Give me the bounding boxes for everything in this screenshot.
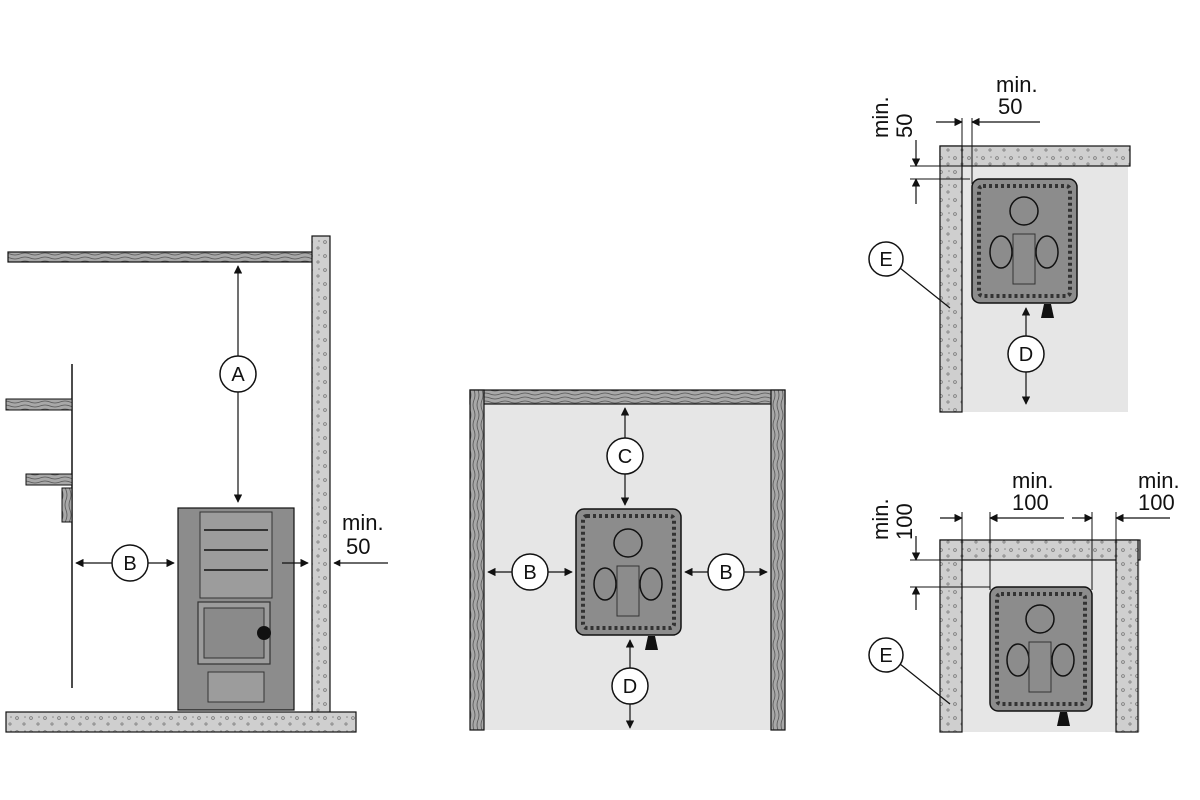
plan-view-corner-50: min. 50 min. 50 E D — [868, 72, 1131, 413]
wall-top-tr — [939, 145, 1131, 167]
ceiling-board — [7, 251, 319, 263]
label-b-left: B — [523, 562, 536, 584]
dim-min-side: min. — [342, 510, 384, 535]
plan-view-center: C B B D — [469, 389, 786, 731]
label-e-tr: E — [879, 249, 892, 271]
side-view: A B min. 50 — [5, 235, 388, 733]
dim-100-br-h2: 100 — [1138, 490, 1175, 515]
label-b-side: B — [123, 553, 136, 575]
dim-min-br-h2: min. — [1138, 468, 1180, 493]
wall-left-tr — [939, 145, 963, 413]
dim-min-tr-v: min. — [868, 96, 893, 138]
wall-left — [469, 389, 485, 731]
plan-view-niche-100: min. 100 min. 100 min. 100 E — [868, 468, 1180, 733]
dim-50-tr-h: 50 — [998, 94, 1022, 119]
bench-board-lower — [25, 473, 73, 486]
side-wall — [311, 235, 331, 717]
heater-side — [177, 507, 295, 711]
label-d-tr: D — [1019, 344, 1033, 366]
heater-top-tr — [971, 178, 1078, 318]
dim-min-tr-h: min. — [996, 72, 1038, 97]
label-d-center: D — [623, 676, 637, 698]
wall-top-br — [939, 539, 1141, 561]
heater-top-center — [575, 508, 682, 650]
wall-right-br — [1115, 539, 1139, 733]
label-c: C — [618, 446, 632, 468]
dim-min-br-h1: min. — [1012, 468, 1054, 493]
label-a: A — [231, 364, 245, 386]
wall-right — [770, 389, 786, 731]
bench-board-upper — [5, 398, 73, 411]
floor — [5, 711, 357, 733]
dim-100-br-v: 100 — [892, 503, 917, 540]
heater-top-br — [989, 586, 1093, 726]
wall-left-br — [939, 539, 963, 733]
dim-100-br-h1: 100 — [1012, 490, 1049, 515]
bench-support — [61, 487, 73, 523]
dim-50-tr-v: 50 — [892, 114, 917, 138]
dim-50-side: 50 — [346, 534, 370, 559]
label-b-right: B — [719, 562, 732, 584]
wall-top — [469, 389, 786, 405]
dim-min-br-v: min. — [868, 498, 893, 540]
heater-knob — [257, 626, 271, 640]
label-e-br: E — [879, 645, 892, 667]
